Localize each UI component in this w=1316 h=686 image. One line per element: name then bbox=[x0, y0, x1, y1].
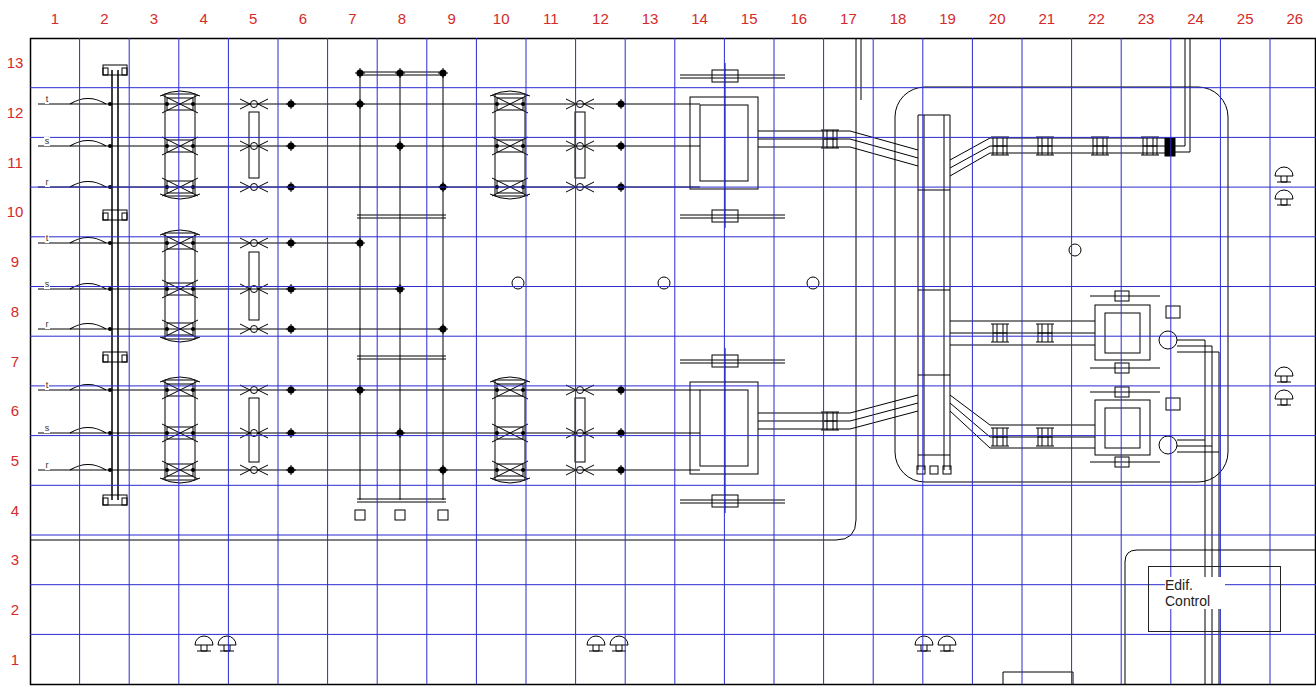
grid-column-number: 4 bbox=[198, 11, 208, 26]
phase-letter: s bbox=[44, 424, 51, 433]
phase-letter: t bbox=[45, 95, 50, 104]
yard-boundary bbox=[30, 38, 856, 540]
line-entries bbox=[70, 99, 112, 473]
grid-row-number: 7 bbox=[10, 354, 20, 369]
phase-letter: t bbox=[45, 234, 50, 243]
grid-column-number: 3 bbox=[149, 11, 159, 26]
phase-letter: s bbox=[44, 137, 51, 146]
grid-column-number: 26 bbox=[1285, 11, 1304, 26]
grid-column-number: 11 bbox=[542, 11, 560, 26]
grid-row-number: 8 bbox=[10, 304, 20, 319]
grid-column-number: 8 bbox=[397, 11, 407, 26]
reference-grid bbox=[30, 38, 1316, 684]
phase-letter: r bbox=[45, 178, 50, 187]
gate bbox=[1003, 672, 1073, 684]
grid-column-number: 6 bbox=[298, 11, 308, 26]
grid-column-number: 17 bbox=[839, 11, 858, 26]
grid-column-number: 19 bbox=[938, 11, 957, 26]
grid-row-number: 9 bbox=[10, 254, 20, 269]
bus-supports bbox=[103, 65, 127, 505]
grid-row-number: 13 bbox=[6, 55, 25, 70]
phase-letter: r bbox=[45, 461, 50, 470]
grid-row-number: 2 bbox=[10, 602, 20, 617]
grid-column-number: 24 bbox=[1186, 11, 1205, 26]
grid-row-number: 10 bbox=[6, 204, 25, 219]
grid-column-number: 10 bbox=[492, 11, 511, 26]
grid-row-number: 6 bbox=[10, 403, 20, 418]
phase-letter: s bbox=[44, 280, 51, 289]
grid-row-number: 11 bbox=[6, 155, 24, 170]
grid-column-number: 22 bbox=[1087, 11, 1106, 26]
grid-column-number: 16 bbox=[789, 11, 808, 26]
grid-column-number: 15 bbox=[740, 11, 759, 26]
grid-column-number: 13 bbox=[641, 11, 660, 26]
grid-column-number: 2 bbox=[99, 11, 109, 26]
grid-column-number: 7 bbox=[347, 11, 357, 26]
grid-column-number: 5 bbox=[248, 11, 258, 26]
lamps bbox=[195, 167, 1293, 651]
secondary-bus bbox=[917, 115, 951, 474]
grid-column-number: 1 bbox=[50, 11, 60, 26]
phase-letter: r bbox=[45, 320, 50, 329]
grid-column-number: 25 bbox=[1236, 11, 1255, 26]
grid-row-number: 5 bbox=[10, 453, 20, 468]
power-transformers bbox=[680, 63, 785, 513]
grid-column-number: 20 bbox=[988, 11, 1007, 26]
main-busbar bbox=[355, 72, 448, 520]
grid-column-number: 18 bbox=[889, 11, 908, 26]
grid-row-number: 4 bbox=[10, 503, 20, 518]
grid-column-number: 12 bbox=[591, 11, 610, 26]
phase-letter: t bbox=[45, 381, 50, 390]
grid-row-number: 3 bbox=[10, 552, 20, 567]
grid-column-number: 9 bbox=[446, 11, 456, 26]
busbar-clamps bbox=[355, 68, 448, 475]
grid-row-number: 12 bbox=[6, 105, 25, 120]
grid-column-number: 23 bbox=[1137, 11, 1156, 26]
conductors bbox=[38, 38, 1219, 684]
building-name: Edif. Control bbox=[1165, 577, 1225, 609]
yard-boundary bbox=[861, 38, 862, 100]
grid-row-number: 1 bbox=[10, 652, 20, 667]
building-box: Edif. Control bbox=[1148, 566, 1281, 632]
frame bbox=[31, 39, 1316, 685]
grid-column-number: 21 bbox=[1037, 11, 1056, 26]
grid-column-number: 14 bbox=[690, 11, 709, 26]
light-poles bbox=[512, 244, 1081, 289]
